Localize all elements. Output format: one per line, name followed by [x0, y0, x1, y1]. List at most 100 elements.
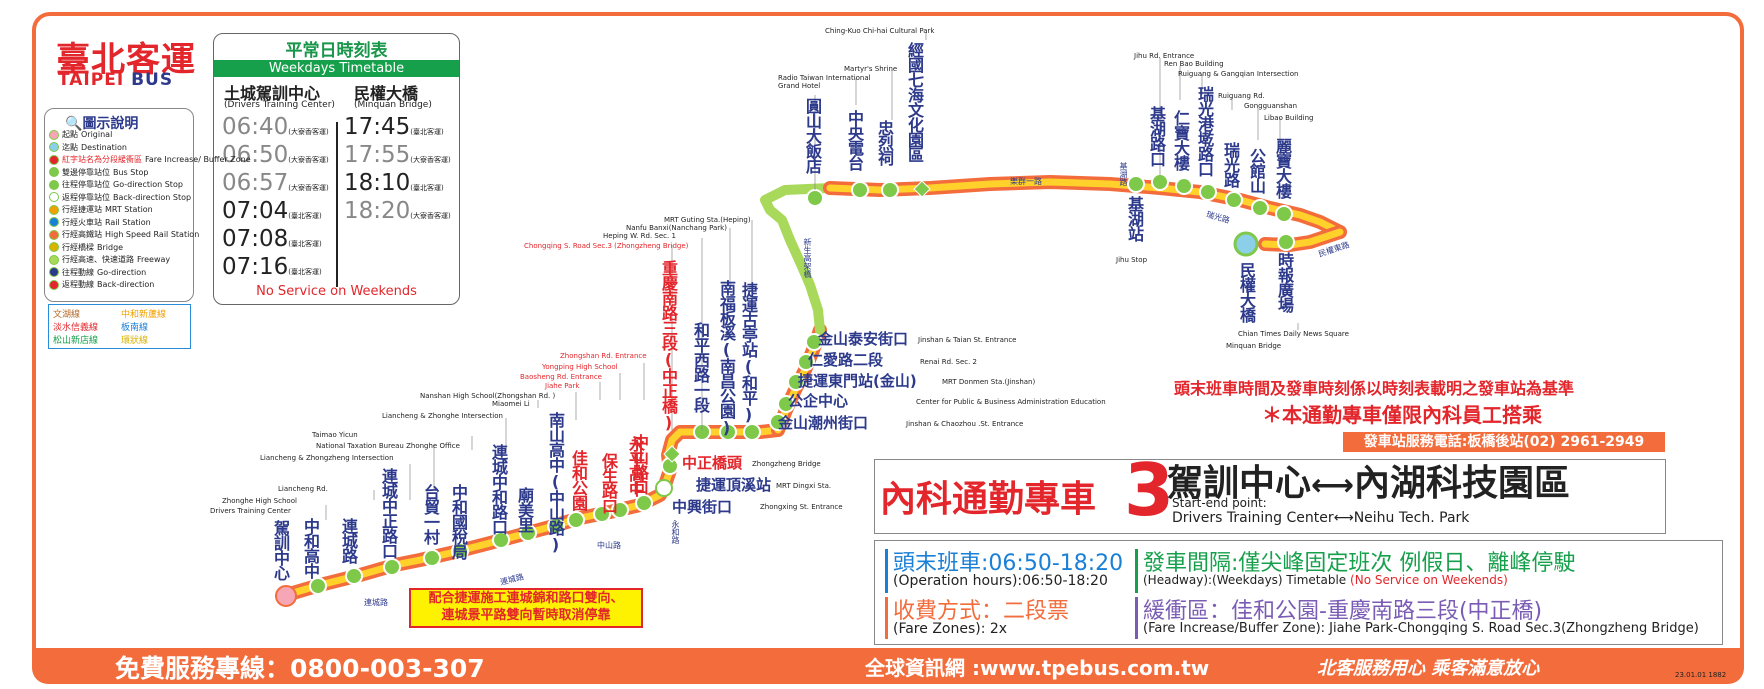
stop	[769, 413, 787, 431]
station-label: 公館山	[1247, 148, 1266, 193]
legend-label: 起點	[62, 130, 78, 139]
station-label: 金山潮州街口	[778, 414, 869, 432]
stop	[777, 395, 795, 413]
timetable-row: 07:08(臺北客運)	[222, 226, 322, 252]
station-label-en: Chongqing S. Road Sec.3 (Zhongzheng Brid…	[524, 242, 689, 250]
legend-label-en: Fare Increase/ Buffer Zone	[145, 155, 251, 164]
station-label-en: Center for Public & Business Administrat…	[916, 398, 1106, 406]
stop	[1251, 199, 1269, 217]
station-label: 南山高中(中山路)	[546, 412, 565, 553]
station-label-en: National Taxation Bureau Zhonghe Office	[316, 442, 460, 450]
timetable-via: (臺北客運)	[288, 212, 322, 220]
legend-label: 往程停靠站位	[62, 180, 110, 189]
station-label: 瑞光港墘路口	[1195, 86, 1214, 176]
notice-timing: 頭末班車時間及發車時刻係以時刻表載明之發車站為基準	[1174, 379, 1575, 398]
origin-stop	[275, 585, 297, 607]
hours-bar	[885, 549, 888, 593]
station-label: 連城中和路口	[489, 444, 508, 534]
fare-bar	[885, 597, 888, 639]
timetable-row: 06:50(大寮香客運)	[222, 142, 329, 168]
stop	[1175, 177, 1193, 195]
mrt-line-item: 淡水信義線	[53, 323, 99, 333]
stop	[635, 494, 653, 512]
back-dot	[49, 192, 59, 202]
stop	[881, 181, 899, 199]
timetable-via: (大寮香客運)	[288, 156, 329, 164]
legend-title: 🔍圖示說明	[65, 116, 139, 132]
station-label-en: Yongping High School	[542, 363, 618, 371]
timetable-col1-subtitle: (Drivers Training Center)	[224, 100, 335, 110]
mrt-line-item: 板南線	[121, 323, 149, 333]
label-leaders	[277, 32, 1299, 530]
timetable-panel: 平常日時刻表 Weekdays Timetable 土城駕訓中心 (Driver…	[213, 33, 460, 305]
legend-label: 行經高鐵站	[62, 230, 102, 239]
legend-label-en: Destination	[81, 142, 127, 152]
hours-label-en: (Operation hours):06:50-18:20	[893, 573, 1108, 589]
legend-label: 行經捷運站	[62, 205, 102, 214]
station-label-en: Ruiguang Rd.	[1218, 92, 1265, 100]
timetable-subtitle: Weekdays Timetable	[214, 60, 459, 77]
timetable-via: (大寮香客運)	[288, 184, 329, 192]
timetable-time: 07:04	[222, 198, 289, 224]
mrt-line-item: 環狀線	[121, 336, 149, 346]
timetable-via: (臺北客運)	[288, 240, 322, 248]
station-label: 經國七海文化園區	[905, 42, 924, 162]
footer-bar	[32, 648, 1744, 684]
stop	[547, 517, 565, 535]
station-phone: 發車站服務電話:板橋後站(02) 2961-2949	[1343, 432, 1665, 452]
timetable-time: 07:08	[222, 226, 289, 252]
hsr-icon	[49, 229, 59, 240]
timetable-time: 17:55	[344, 142, 411, 168]
legend-label-en: Bridge	[97, 242, 124, 252]
legend-label: 往程動線	[62, 267, 94, 277]
go-stop	[913, 180, 931, 198]
logo-title: 臺北客運	[56, 40, 196, 80]
stop	[345, 567, 363, 585]
legend-label-en: MRT Station	[105, 205, 153, 214]
footer-code: 23.01.01 1882	[1675, 671, 1727, 679]
station-label: 捷運頂溪站	[696, 476, 772, 494]
stop	[519, 524, 537, 542]
station-label-en: Heping W. Rd. Sec. 1	[603, 232, 676, 240]
station-label-en: Ruiguang & Gangqian Intersection	[1178, 70, 1299, 78]
station-label-en: Radio Taiwan International	[778, 74, 871, 82]
station-label: 連城路	[339, 518, 358, 563]
timetable-row: 07:16(臺北客運)	[222, 254, 322, 280]
stop	[851, 181, 869, 199]
road-label-lequn: 樂群一路	[1010, 177, 1042, 186]
mrt-line-item: 文湖線	[53, 310, 81, 320]
stop	[423, 549, 441, 567]
station-label: 公企中心	[788, 392, 849, 410]
legend-label: 迄點	[62, 142, 78, 152]
station-label-en: Chian Times Daily News Square	[1238, 330, 1349, 338]
stop	[797, 353, 815, 371]
rail-icon	[49, 217, 59, 227]
timetable-row: 07:04(臺北客運)	[222, 198, 322, 224]
station-label-en: Liancheng Rd.	[278, 485, 328, 493]
stop	[383, 558, 401, 576]
station-label-en: Gongguanshan	[1244, 102, 1298, 110]
fare-label: 收費方式：二段票	[893, 599, 1070, 624]
stop	[309, 577, 327, 595]
buffer-label: 緩衝區：佳和公園-重慶南路三段(中正橋)	[1143, 599, 1543, 624]
legend-label-en: Rail Station	[105, 217, 151, 227]
station-label-en: Taimao Yicun	[312, 431, 358, 439]
legend-label-en: Freeway	[137, 255, 171, 264]
station-label: 仁愛路二段	[808, 351, 884, 369]
legend-label: 行經火車站	[62, 217, 102, 227]
footer-website: 全球資訊網 :www.tpebus.com.tw	[865, 656, 1210, 680]
footer-phone: 免費服務專線：0800-003-307	[115, 654, 485, 683]
route-number: 3	[1124, 448, 1175, 532]
station-label: 瑞光路	[1221, 142, 1240, 187]
station-label-en: Renai Rd. Sec. 2	[920, 358, 978, 366]
station-label: 時報廣場	[1275, 252, 1294, 312]
station-label-en: MRT Donmen Sta.(Jinshan)	[942, 378, 1036, 386]
station-label-en: Nanfu Banxi(Nanchang Park)	[626, 224, 727, 232]
station-label: 台貿一村	[421, 484, 440, 544]
